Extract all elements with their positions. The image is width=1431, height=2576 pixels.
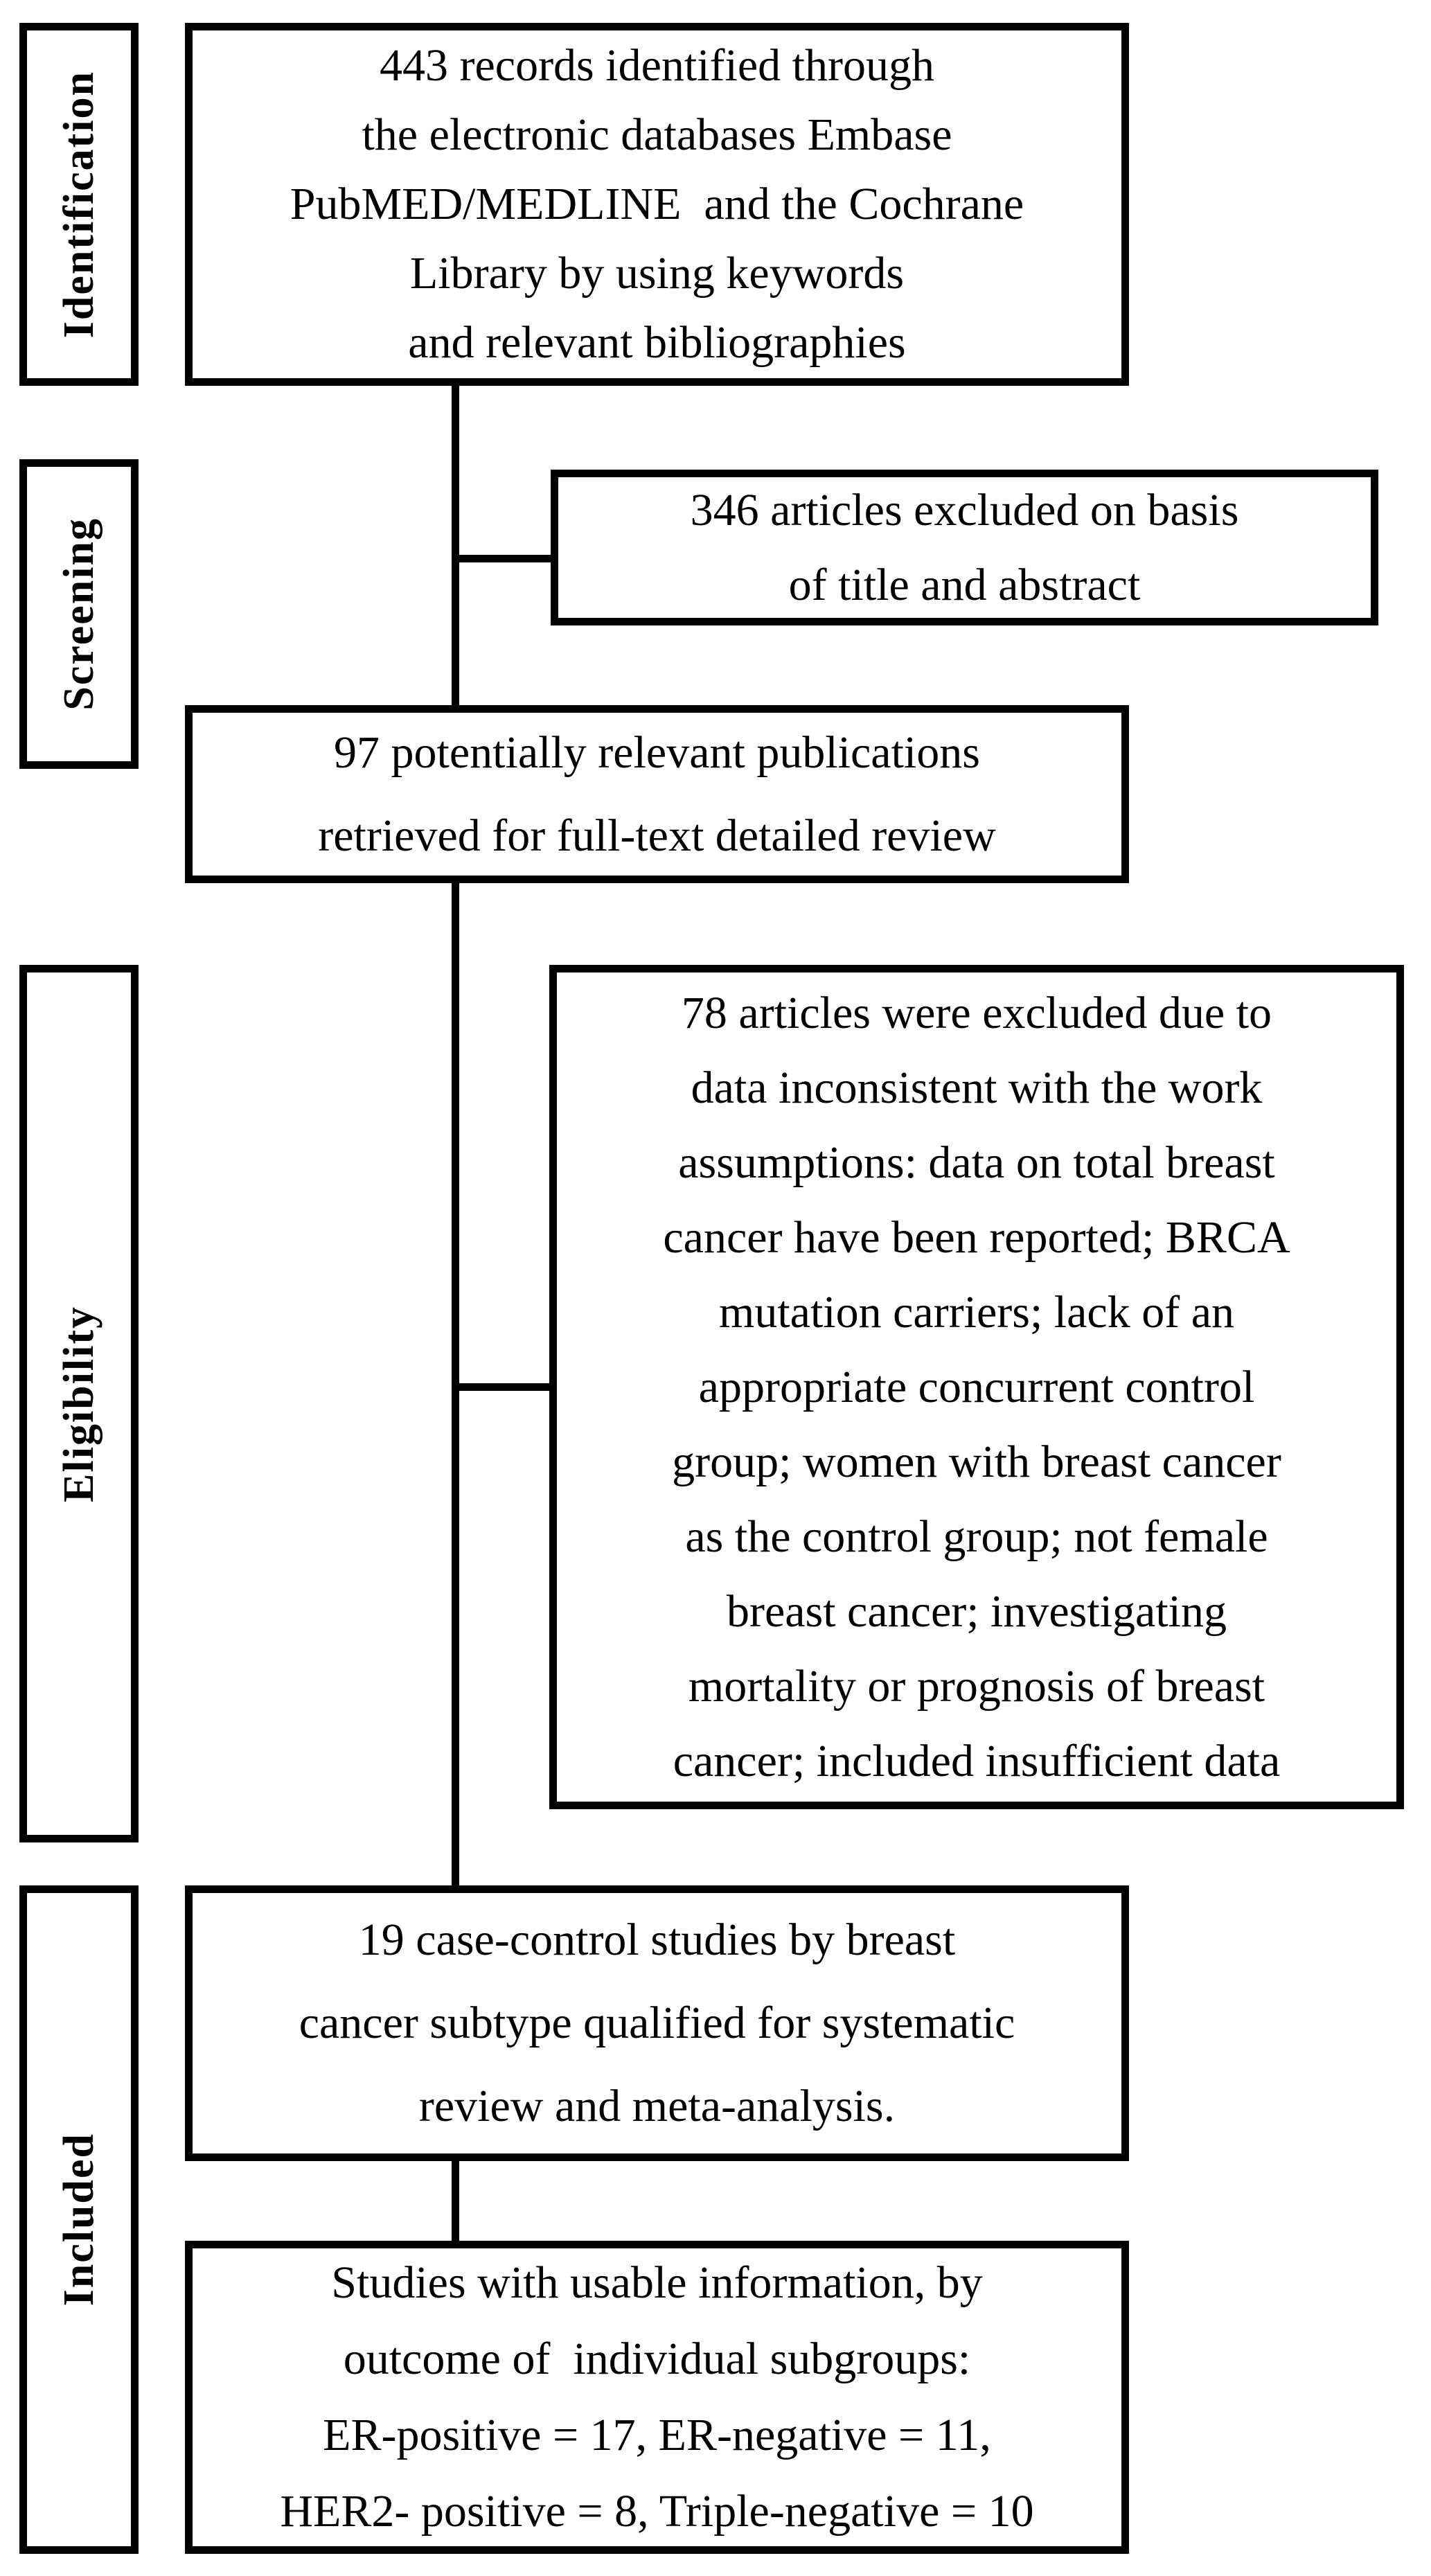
text-line: Library by using keywords (409, 248, 905, 299)
text-line: ER-positive = 17, ER-negative = 11, (323, 2410, 991, 2460)
text-line: assumptions: data on total breast (678, 1137, 1275, 1188)
stage-label-eligibility: Eligibility (55, 1305, 103, 1502)
text-line: as the control group; not female (685, 1511, 1268, 1562)
text-line: 346 articles excluded on basis (690, 484, 1239, 535)
connector-branch-excluded-fulltext (452, 1383, 549, 1391)
text-line: appropriate concurrent control (698, 1361, 1255, 1412)
text-line: mortality or prognosis of breast (688, 1660, 1265, 1712)
text-line: and relevant bibliographies (408, 317, 906, 368)
text-line: breast cancer; investigating (726, 1585, 1227, 1637)
text-line: cancer subtype qualified for systematic (299, 1998, 1015, 2048)
text-line: 97 potentially relevant publications (334, 727, 980, 778)
stage-label-screening: Screening (55, 517, 103, 711)
connector-included-to-usable (452, 2161, 459, 2241)
text-line: 19 case-control studies by breast (358, 1915, 956, 1965)
text-line: data inconsistent with the work (691, 1062, 1263, 1113)
flow-box-excluded-fulltext: 78 articles were excluded due to data in… (549, 965, 1404, 1809)
text-line: the electronic databases Embase (362, 109, 952, 160)
flow-box-records-identified: 443 records identified through the elect… (185, 23, 1129, 386)
stage-box-identification: Identification (19, 23, 139, 386)
flow-box-fulltext-retrieved: 97 potentially relevant publications ret… (185, 705, 1129, 883)
flow-box-usable-information: Studies with usable information, by outc… (185, 2241, 1129, 2554)
text-line: mutation carriers; lack of an (718, 1286, 1234, 1338)
stage-box-included: Included (19, 1885, 139, 2554)
text-line: group; women with breast cancer (672, 1436, 1281, 1487)
text-line: PubMED/MEDLINE and the Cochrane (290, 179, 1024, 229)
text-line: cancer; included insufficient data (673, 1735, 1281, 1786)
text-line: review and meta-analysis. (418, 2081, 896, 2131)
text-line: of title and abstract (788, 559, 1141, 610)
text-line: 78 articles were excluded due to (681, 987, 1272, 1038)
text-line: 443 records identified through (380, 40, 934, 91)
text-line: cancer have been reported; BRCA (663, 1211, 1290, 1263)
text-line: HER2- positive = 8, Triple-negative = 10 (280, 2486, 1034, 2537)
text-line: retrieved for full-text detailed review (318, 810, 996, 861)
connector-identified-to-fulltext (452, 386, 459, 705)
stage-box-screening: Screening (19, 459, 139, 769)
text-line: outcome of individual subgroups: (343, 2334, 971, 2384)
stage-label-included: Included (55, 2133, 103, 2307)
stage-label-identification: Identification (55, 70, 103, 339)
stage-box-eligibility: Eligibility (19, 965, 139, 1842)
flow-box-excluded-title-abstract: 346 articles excluded on basis of title … (551, 470, 1378, 625)
flow-box-included-studies: 19 case-control studies by breast cancer… (185, 1885, 1129, 2161)
connector-branch-excluded-title-abstract (452, 555, 551, 562)
text-line: Studies with usable information, by (331, 2257, 983, 2308)
